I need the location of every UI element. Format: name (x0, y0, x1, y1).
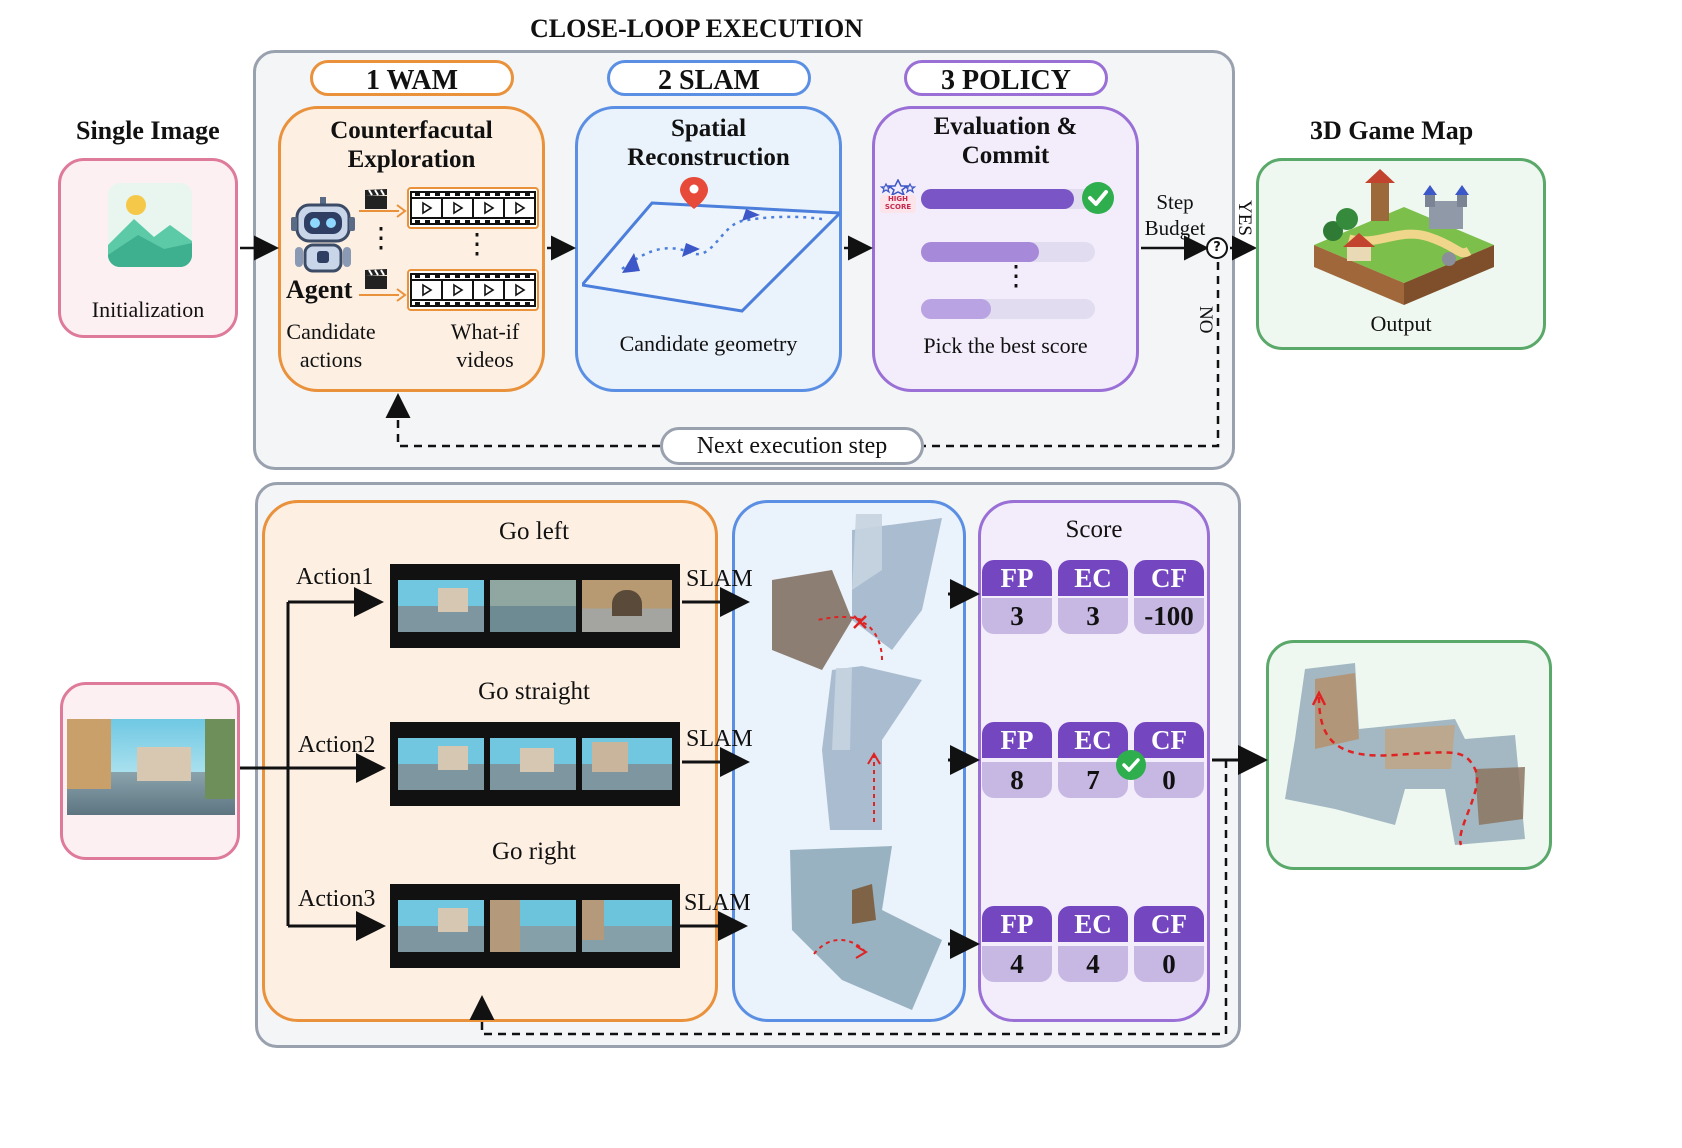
clapperboard-icon (365, 269, 387, 289)
action1-video-strip (390, 564, 680, 648)
score-header-ec: EC (1058, 906, 1128, 942)
score-header-fp: FP (982, 722, 1052, 758)
policy-stage-card: Evaluation & Commit HIGH SCORE ⋮ Pick th… (872, 106, 1139, 392)
robot-icon (291, 197, 355, 273)
arrow-to-video (359, 288, 407, 302)
action2-fp-value: 8 (982, 762, 1052, 798)
score-bar-fill (921, 242, 1040, 262)
action1-title: Go left (498, 518, 570, 545)
score-header-cf: CF (1134, 906, 1204, 942)
score-bar-2 (921, 242, 1095, 262)
output-caption: Output (1370, 311, 1432, 336)
slam-stage-card: Spatial Reconstruction Candidate geometr… (575, 106, 842, 392)
step-budget-label-1: Step (1156, 190, 1194, 214)
game-map-icon (1314, 169, 1494, 305)
what-if-video-strip (407, 187, 539, 229)
what-if-videos-caption-1: What-if (450, 319, 520, 344)
vertical-dots: ⋮ (463, 229, 491, 260)
clapperboard-icon (365, 189, 387, 209)
score-header-cf: CF (1134, 560, 1204, 596)
example-input-card (60, 682, 240, 860)
vertical-dots: ⋮ (367, 223, 395, 254)
point-cloud-reconstructions (772, 514, 942, 1010)
candidate-actions-caption-2: actions (299, 347, 363, 372)
slam-title-line1: Spatial (670, 115, 747, 142)
action3-cf-value: 0 (1134, 946, 1204, 982)
game-map-heading: 3D Game Map (1310, 116, 1474, 145)
score-header-fp: FP (982, 906, 1052, 942)
arrow-to-video (359, 204, 407, 218)
stage-pill-policy: 3 POLICY (904, 60, 1108, 96)
score-bar-fill (921, 299, 991, 319)
policy-title-line1: Evaluation & (933, 113, 1078, 140)
input-scene-image (67, 719, 235, 815)
score-bar-fill (921, 189, 1075, 209)
action1-label: Action1 (296, 564, 374, 590)
action2-video-strip (390, 722, 680, 806)
what-if-video-strip (407, 269, 539, 311)
decision-node: ? (1206, 237, 1228, 259)
step-budget-label-2: Budget (1144, 216, 1206, 240)
reconstruction-plane-icon (582, 177, 840, 313)
no-label: NO (1195, 306, 1216, 334)
policy-title-line2: Commit (961, 142, 1050, 169)
score-bar-3 (921, 299, 1095, 319)
check-icon (1082, 182, 1114, 214)
score-header-ec: EC (1058, 722, 1128, 758)
score-header-ec: EC (1058, 560, 1128, 596)
output-point-cloud-map (1285, 663, 1525, 846)
yes-label: YES (1234, 200, 1255, 236)
agent-label: Agent (286, 275, 353, 304)
high-score-badge-icon: HIGH SCORE (880, 179, 916, 213)
action1-cf-value: -100 (1134, 598, 1204, 634)
score-bar-1 (921, 189, 1095, 209)
action1-fp-value: 3 (982, 598, 1052, 634)
stage-pill-wam: 1 WAM (310, 60, 514, 96)
output-card: Output (1256, 158, 1546, 350)
candidate-geometry-caption: Candidate geometry (619, 331, 798, 356)
example-output-card (1266, 640, 1552, 870)
image-icon (108, 183, 192, 267)
action3-video-strip (390, 884, 680, 968)
score-header-cf: CF (1134, 722, 1204, 758)
candidate-actions-caption-1: Candidate (286, 319, 376, 344)
single-image-card: Initialization (58, 158, 238, 338)
stage-pill-slam: 2 SLAM (607, 60, 811, 96)
selected-check-icon (1116, 750, 1146, 780)
action3-title: Go right (491, 838, 577, 865)
action1-ec-value: 3 (1058, 598, 1128, 634)
slam-title-line2: Reconstruction (627, 144, 790, 171)
action2-title: Go straight (478, 678, 590, 705)
next-execution-step-pill: Next execution step (660, 427, 924, 465)
vertical-dots: ⋮ (1002, 261, 1030, 292)
action3-ec-value: 4 (1058, 946, 1128, 982)
single-image-heading: Single Image (76, 116, 220, 145)
initialization-caption: Initialization (91, 297, 205, 322)
wam-title-line2: Exploration (347, 146, 476, 173)
score-header-fp: FP (982, 560, 1052, 596)
wam-stage-card: Counterfacutal Exploration Agent ⋮ (278, 106, 545, 392)
action3-label: Action3 (298, 886, 376, 912)
bottom-flow-arrows (240, 579, 1268, 1036)
pick-best-score-caption: Pick the best score (923, 333, 1088, 358)
what-if-videos-caption-2: videos (456, 347, 514, 372)
close-loop-title: CLOSE-LOOP EXECUTION (530, 14, 864, 43)
score-title: Score (1065, 516, 1123, 543)
action3-fp-value: 4 (982, 946, 1052, 982)
top-flow-arrows (240, 235, 1257, 448)
wam-title-line1: Counterfacutal (330, 117, 493, 144)
